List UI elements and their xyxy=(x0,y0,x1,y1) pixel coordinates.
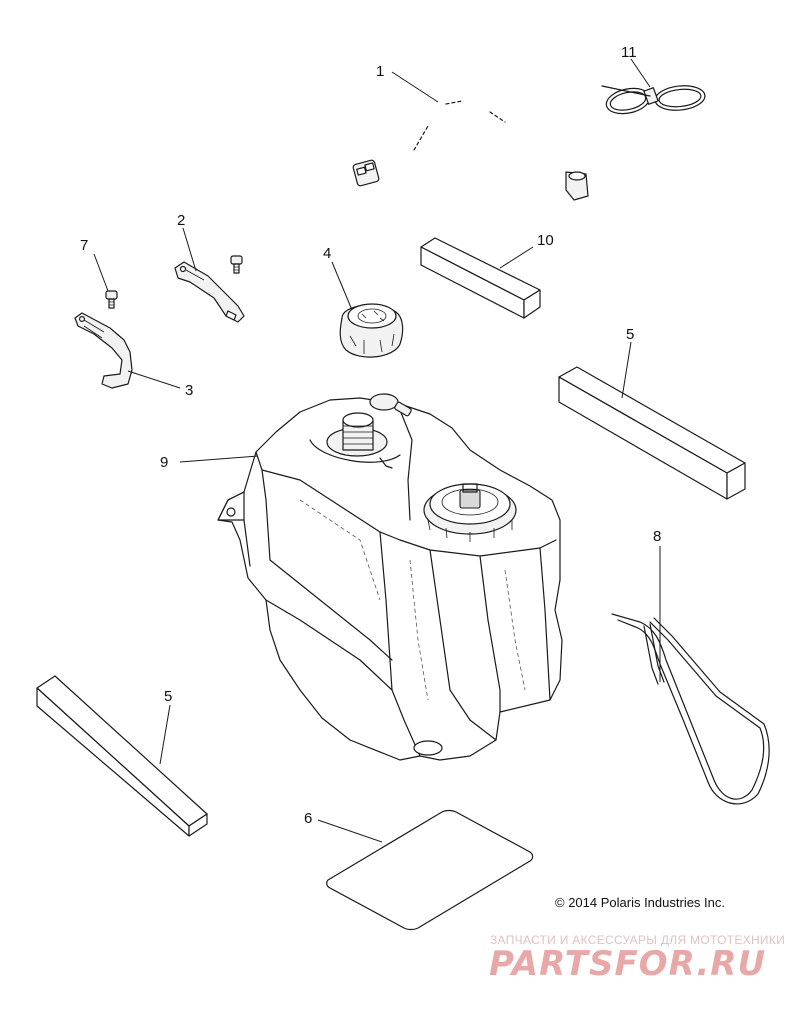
callout-1: 1 xyxy=(376,63,384,80)
callout-3: 3 xyxy=(185,382,193,399)
part-8-strap xyxy=(611,613,770,805)
part-1-harness xyxy=(352,94,589,201)
leader-5-left xyxy=(159,704,171,765)
callout-4: 4 xyxy=(323,245,331,262)
callout-10: 10 xyxy=(537,232,554,249)
leader-10 xyxy=(499,246,534,269)
callout-9: 9 xyxy=(160,454,168,471)
part-2-bracket xyxy=(174,261,245,323)
part-5-foam-block-right xyxy=(558,366,746,500)
leader-1 xyxy=(391,71,439,103)
watermark-tagline: ЗАПЧАСТИ И АКСЕССУАРЫ ДЛЯ МОТОТЕХНИКИ xyxy=(490,933,786,947)
part-3-bracket xyxy=(74,312,133,389)
part-7-bolt xyxy=(105,290,118,309)
leader-2 xyxy=(182,227,197,272)
callout-11: 11 xyxy=(621,44,637,61)
watermark-logo: PARTSFOR.RU xyxy=(489,944,767,984)
leader-4 xyxy=(331,261,353,311)
copyright-notice: © 2014 Polaris Industries Inc. xyxy=(555,895,725,910)
leader-11 xyxy=(630,58,651,88)
leader-5-right xyxy=(621,341,632,399)
part-9-fuel-tank xyxy=(217,393,563,761)
part-2-bolt xyxy=(230,255,243,274)
part-6-pad xyxy=(326,809,534,931)
part-4-fuel-cap xyxy=(339,303,404,358)
part-5-foam-block-left xyxy=(36,675,208,837)
part-10-foam-block xyxy=(420,237,541,319)
part-11-cable-tie xyxy=(601,85,706,115)
leader-9 xyxy=(179,455,259,463)
callout-7: 7 xyxy=(80,237,88,254)
callout-2: 2 xyxy=(177,212,185,229)
leader-3 xyxy=(127,370,181,389)
leader-7 xyxy=(93,253,109,292)
leader-6 xyxy=(317,819,383,843)
callout-6: 6 xyxy=(304,810,312,827)
callout-8: 8 xyxy=(653,528,661,545)
callout-5-right: 5 xyxy=(626,326,634,343)
callout-5-left: 5 xyxy=(164,688,172,705)
